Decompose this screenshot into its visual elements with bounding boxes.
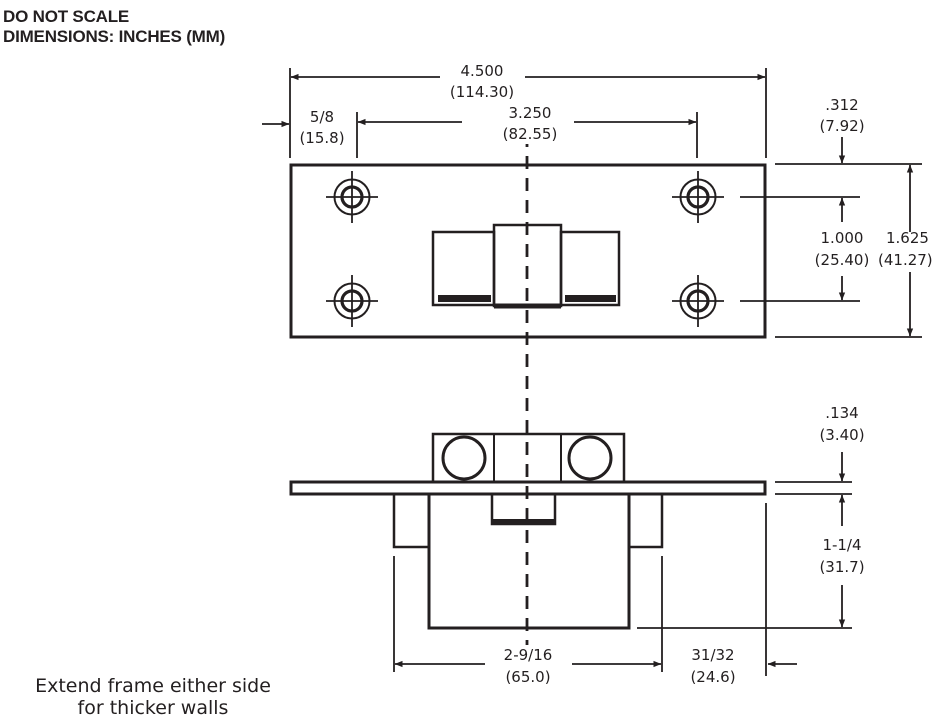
dim-overall-height-inches: 1.625 [886, 229, 929, 247]
dim-hole-vertical-inches: 1.000 [821, 229, 864, 247]
dim-hole-spacing-mm: (82.55) [503, 125, 558, 143]
note-extend-frame-line1: Extend frame either side [35, 675, 271, 697]
dim-frame-width-mm: (65.0) [505, 668, 550, 686]
dim-frame-width-inches: 2-9/16 [504, 646, 553, 664]
dim-frame-extension-inches: 31/32 [691, 646, 734, 664]
dim-depth-inches: 1-1/4 [822, 536, 861, 554]
dim-hole-spacing-inches: 3.250 [509, 104, 552, 122]
dim-frame-extension-mm: (24.6) [690, 668, 735, 686]
dim-thickness-inches: .134 [825, 404, 858, 422]
dim-edge-to-hole-mm: (15.8) [299, 129, 344, 147]
screw-hole-bottom-right [670, 273, 726, 329]
screw-hole-top-right [670, 169, 726, 225]
screw-hole-bottom-left [324, 273, 380, 329]
side-view-strike [289, 432, 767, 630]
dim-top-to-hole-inches: .312 [825, 96, 858, 114]
dim-thickness-mm: (3.40) [819, 426, 864, 444]
note-do-not-scale: DO NOT SCALE [3, 7, 130, 26]
dim-depth-mm: (31.7) [819, 558, 864, 576]
dim-hole-vertical-mm: (25.40) [815, 251, 870, 269]
dim-overall-height-mm: (41.27) [878, 251, 933, 269]
dim-overall-width-inches: 4.500 [461, 62, 504, 80]
note-extend-frame-line2: for thicker walls [78, 697, 229, 717]
dim-overall-width-mm: (114.30) [450, 83, 514, 101]
dim-edge-to-hole-inches: 5/8 [310, 108, 334, 126]
screw-hole-top-left [324, 169, 380, 225]
note-dimension-units: DIMENSIONS: INCHES (MM) [3, 27, 226, 46]
dim-top-to-hole-mm: (7.92) [819, 117, 864, 135]
